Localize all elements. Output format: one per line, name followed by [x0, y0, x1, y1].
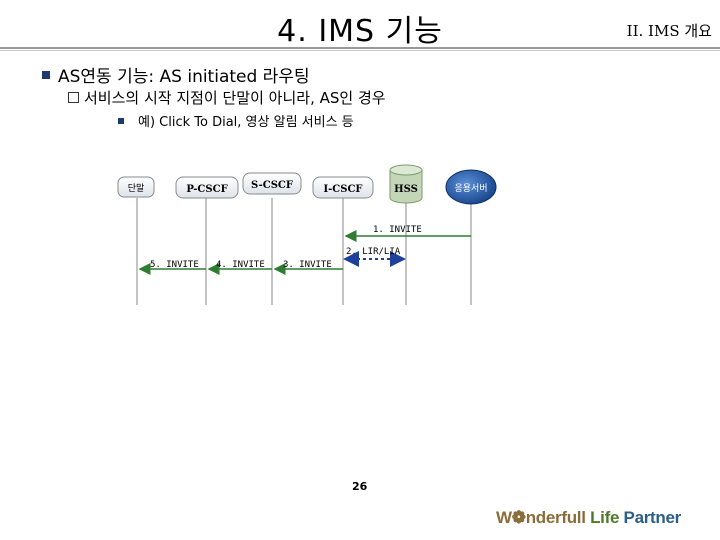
entity-scscf-label: S-CSCF — [251, 180, 293, 191]
title-divider — [0, 47, 720, 49]
small-square-bullet-icon — [118, 117, 124, 124]
bullet-level-2: 서비스의 시작 지점이 단말이 아니라, AS인 경우 — [68, 87, 386, 108]
page-title: 4. IMS 기능 — [277, 14, 443, 49]
entity-terminal: 단말 — [117, 176, 155, 198]
entity-pcscf: P-CSCF — [175, 176, 239, 199]
hollow-square-bullet-icon — [68, 92, 79, 103]
entity-pcscf-label: P-CSCF — [186, 184, 227, 195]
brand-letter-w: W — [496, 508, 512, 527]
bullet-level-2-text: 서비스의 시작 지점이 단말이 아니라, AS인 경우 — [84, 89, 386, 107]
msg5-label: 5. INVITE — [150, 260, 199, 270]
brand-word-life: Life — [590, 508, 620, 527]
bullet-level-3: 예) Click To Dial, 영상 알림 서비스 등 — [118, 111, 354, 130]
entity-scscf: S-CSCF — [242, 172, 302, 195]
entity-icscf-label: I-CSCF — [323, 184, 362, 195]
brand-flower-icon: ❁ — [511, 508, 526, 527]
brand-logo: W❁nderfull Life Partner — [496, 508, 681, 528]
msg3-label: 3. INVITE — [283, 260, 332, 270]
entity-terminal-label: 단말 — [128, 182, 145, 194]
bullet-level-1-text: AS연동 기능: AS initiated 라우팅 — [58, 67, 310, 87]
bullet-level-1: AS연동 기능: AS initiated 라우팅 — [42, 62, 310, 87]
entity-hss: HSS — [389, 164, 423, 204]
msg1-label: 1. INVITE — [373, 225, 422, 235]
entity-icscf: I-CSCF — [312, 176, 374, 199]
page-number: 26 — [352, 480, 368, 493]
bullet-level-3-text: 예) Click To Dial, 영상 알림 서비스 등 — [138, 115, 354, 130]
entity-as: 응용서버 — [445, 169, 497, 205]
entity-hss-label: HSS — [394, 184, 418, 195]
brand-word-wonderfull: nderfull — [525, 508, 586, 527]
square-bullet-icon — [42, 70, 50, 79]
brand-word-partner: Partner — [623, 508, 682, 527]
msg4-label: 4. INVITE — [216, 260, 265, 270]
section-label: II. IMS 개요 — [626, 22, 712, 40]
msg2-label: 2. LIR/LIA — [346, 247, 401, 257]
title-divider-secondary — [0, 50, 720, 51]
entity-as-label: 응용서버 — [454, 183, 487, 194]
